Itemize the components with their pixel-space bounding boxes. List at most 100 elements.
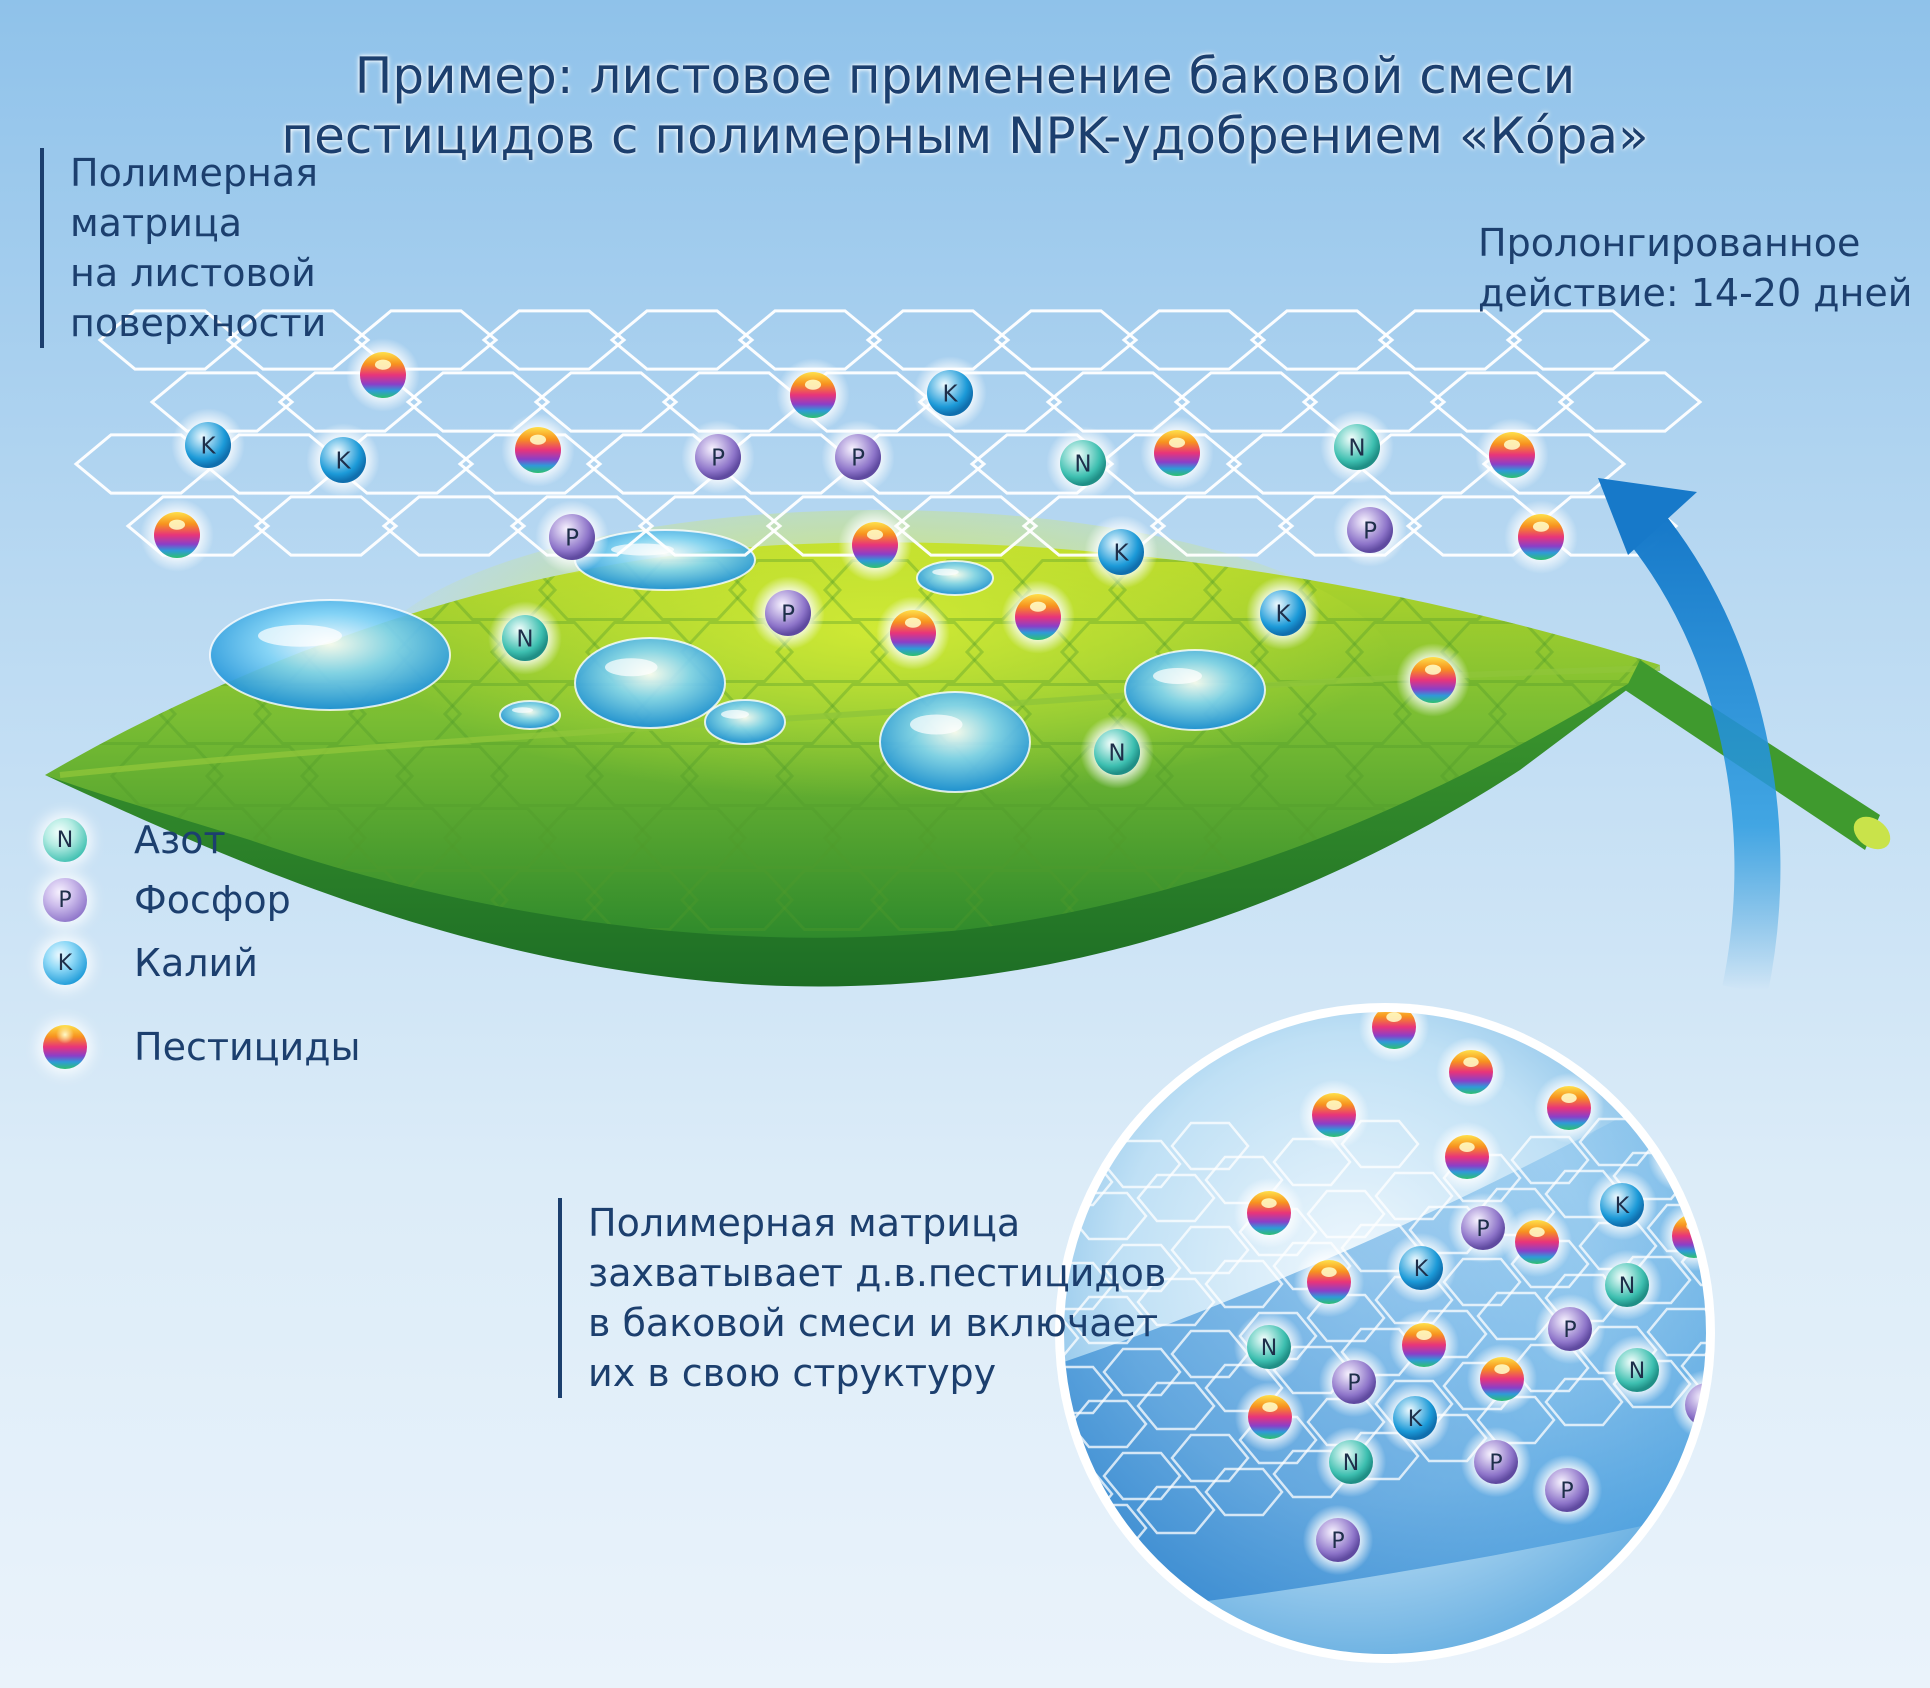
pesticide-particle [876,596,950,670]
matrix-cell [533,371,679,433]
matrix-cell [1149,495,1295,557]
arrow-shaft [1622,505,1781,995]
pesticide-particle [1396,643,1470,717]
nitrogen-particle: N [488,601,562,675]
phosphorus-particle: P [1531,1454,1603,1526]
note-capture-line-3: в баковой смеси и включает [588,1301,1159,1345]
svg-text:N: N [1619,1274,1635,1299]
matrix-cell [125,495,271,557]
pesticide-particle [1696,1047,1710,1119]
potassium-particle: K [1246,576,1320,650]
legend-label-phosphorus: Фосфор [134,878,291,922]
svg-text:N: N [1343,1451,1359,1476]
legend-item-potassium: K Калий [40,938,258,988]
nitrogen-particle: N [1233,1311,1305,1383]
nitrogen-particle: N [1591,1249,1663,1321]
arrow-head [1598,478,1697,555]
note-matrix-surface: Полимерная матрица на листовой поверхнос… [40,148,326,348]
nitrogen-particle: N [1601,1334,1673,1406]
pesticide-particle [1504,500,1578,574]
svg-text:N: N [516,626,533,652]
phosphorus-particle: P [1797,1202,1867,1272]
leaf-midrib [59,665,1661,778]
pesticide-particle [140,498,214,572]
water-droplet [209,599,451,711]
title-line-2: пестицидов с полимерным NPK-удобрением «… [281,107,1649,165]
nitrogen-particle: N [1803,1282,1873,1352]
legend-item-phosphorus: P Фосфор [40,875,291,925]
phosphorus-particle: P [1318,1346,1390,1418]
pesticide-particle [1435,1036,1507,1108]
svg-text:K: K [942,381,958,407]
svg-text:K: K [1113,540,1129,566]
svg-text:P: P [1331,1529,1344,1554]
pesticide-particle [1140,416,1214,490]
pesticide-particle [1358,1008,1430,1063]
svg-text:P: P [565,525,579,551]
matrix-cell [661,371,807,433]
matrix-cell [1301,371,1447,433]
nitrogen-particle: N [1080,715,1154,789]
potassium-particle: K [1379,1382,1451,1454]
pesticide-particle [1431,1121,1503,1193]
matrix-cell [637,495,783,557]
phosphorus-particle: P [1302,1504,1374,1576]
note-matrix-surface-line-2: матрица [70,201,243,245]
matrix-cell [993,309,1139,371]
note-capture-line-1: Полимерная матрица [588,1201,1021,1245]
svg-text:P: P [1676,1146,1689,1171]
phosphorus-particle: P [1447,1192,1519,1264]
matrix-cell [97,309,243,371]
pesticide-particle [1466,1343,1538,1415]
droplets [209,529,1266,793]
page-title: Пример: листовое применение баковой смес… [0,46,1930,166]
phosphorus-particle: P [1460,1426,1532,1498]
pesticide-particle [1234,1381,1306,1453]
svg-text:P: P [1489,1451,1502,1476]
potassium-icon: K [40,938,90,988]
pesticide-particle [838,508,912,582]
pesticide-particle [776,358,850,432]
pesticide-particle [1388,1309,1460,1381]
matrix-cell [225,309,371,371]
title-line-1: Пример: листовое применение баковой смес… [354,47,1576,105]
legend-label-pesticides: Пестициды [134,1025,361,1069]
phosphorus-particle: P [535,500,609,574]
nitrogen-particle: N [1727,1238,1797,1308]
water-droplet [499,700,561,730]
svg-text:N: N [1754,1262,1770,1287]
nitrogen-icon: N [40,815,90,865]
svg-text:N: N [1348,435,1365,461]
potassium-particle: K [1385,1232,1457,1304]
svg-text:P: P [1476,1217,1489,1242]
legend-label-potassium: Калий [134,941,258,985]
svg-text:K: K [1275,601,1291,627]
leaf-underside [45,665,1660,987]
svg-text:N: N [1830,1306,1846,1331]
svg-text:P: P [1347,1371,1360,1396]
phosphorus-particle: P [1534,1293,1606,1365]
potassium-particle: K [1740,1328,1810,1398]
potassium-particle: K [1586,1169,1658,1241]
note-matrix-surface-line-3: на листовой [70,251,316,295]
matrix-cell [481,309,627,371]
svg-text:N: N [1261,1336,1277,1361]
note-matrix-surface-line-1: Полимерная [70,151,318,195]
matrix-cell [253,495,399,557]
nitrogen-particle: N [1046,426,1120,500]
svg-text:N: N [1108,740,1125,766]
legend-item-nitrogen: N Азот [40,815,226,865]
matrix-cell [353,309,499,371]
svg-text:P: P [1563,1318,1576,1343]
svg-text:P: P [1363,518,1377,544]
nitrogen-particle: N [1315,1426,1387,1498]
svg-text:N: N [1629,1359,1645,1384]
water-droplet [916,560,994,596]
pesticide-particle [346,338,420,412]
nitrogen-particle: N [1320,410,1394,484]
svg-text:K: K [1615,1194,1630,1219]
note-capture-line-2: захватывает д.в.пестицидов [588,1251,1167,1295]
phosphorus-particle: P [681,420,755,494]
